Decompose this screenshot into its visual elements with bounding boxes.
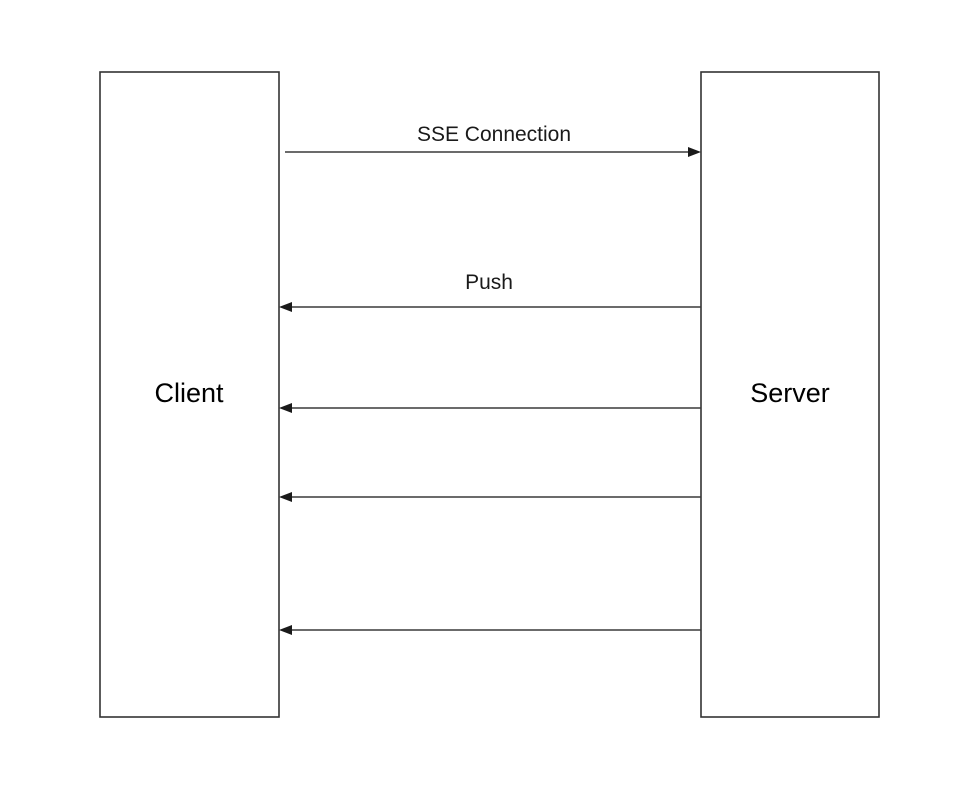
arrow-head-left-icon: [279, 492, 292, 502]
arrow-head-left-icon: [279, 403, 292, 413]
message-push-2[interactable]: [279, 403, 701, 413]
participant-box-server[interactable]: [700, 71, 880, 718]
arrow-head-left-icon: [279, 625, 292, 635]
participant-label-client: Client: [154, 378, 224, 408]
participant-label-server: Server: [750, 378, 830, 408]
message-push-4[interactable]: [279, 625, 701, 635]
message-label-sse-connection: SSE Connection: [417, 123, 571, 146]
message-push-1[interactable]: Push: [279, 271, 701, 312]
arrow-head-right-icon: [688, 147, 701, 157]
arrow-head-left-icon: [279, 302, 292, 312]
message-label-push-1: Push: [465, 271, 513, 294]
message-sse-connection[interactable]: SSE Connection: [285, 123, 701, 157]
participant-box-client[interactable]: [99, 71, 280, 718]
message-push-3[interactable]: [279, 492, 701, 502]
